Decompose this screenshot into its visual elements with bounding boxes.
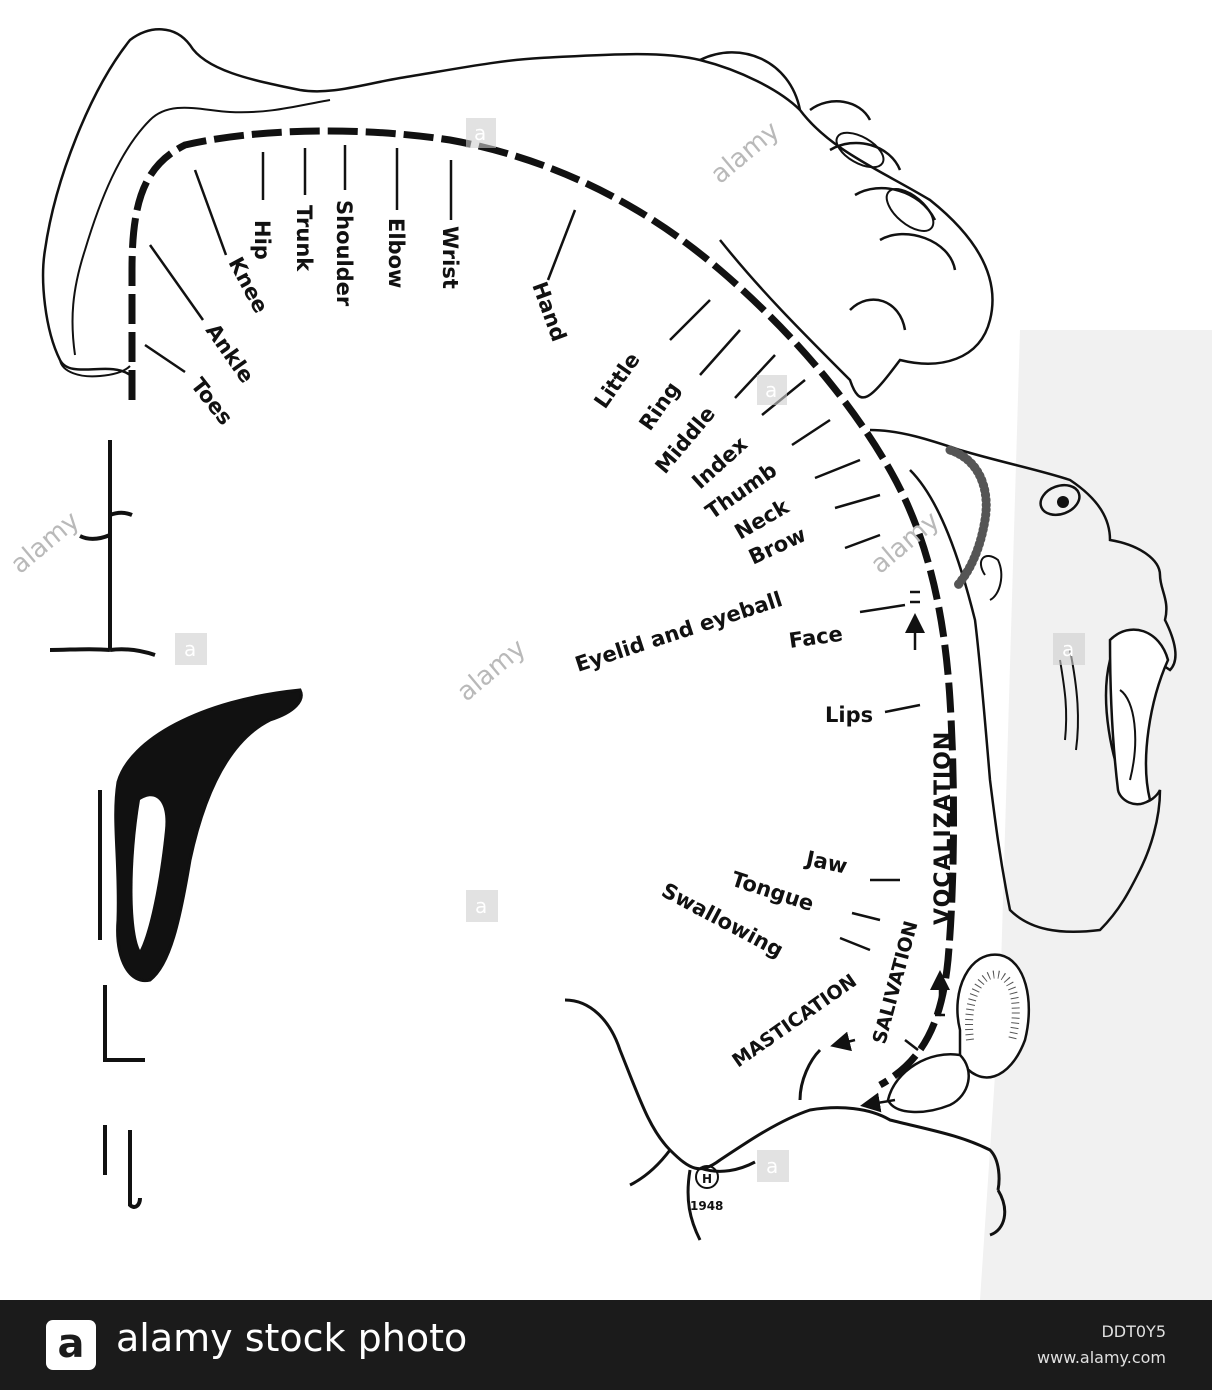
label-face: Face xyxy=(787,622,844,653)
brain-fissure xyxy=(564,998,1001,1241)
signature-initials: H xyxy=(702,1172,712,1186)
arrows xyxy=(830,590,950,1113)
footer-brand: alamy stock photo xyxy=(116,1316,468,1360)
leader-lines xyxy=(144,145,921,952)
svg-text:a: a xyxy=(184,637,196,661)
label-trunk: Trunk xyxy=(292,205,316,272)
label-vocalization: VOCALIZATION xyxy=(931,731,956,925)
watermark-badges: a a a a a a alamy alamy alamy alamy xyxy=(5,116,1085,1182)
footer-url[interactable]: www.alamy.com xyxy=(1037,1348,1166,1367)
eye xyxy=(1039,483,1081,517)
motor-homunculus-diagram: Toes Ankle Knee Hip Trunk Shoulder Elbow… xyxy=(5,28,1212,1300)
label-shoulder: Shoulder xyxy=(332,200,356,307)
svg-text:alamy: alamy xyxy=(5,506,85,580)
alamy-logo-icon: a xyxy=(46,1320,96,1370)
branch-line xyxy=(798,1048,1007,1237)
hand-figure xyxy=(699,51,994,399)
svg-text:alamy: alamy xyxy=(452,633,532,707)
image-id: DDT0Y5 xyxy=(1101,1322,1166,1341)
pharynx-stipple xyxy=(965,970,1020,1042)
label-jaw: Jaw xyxy=(802,846,849,878)
label-hip: Hip xyxy=(250,220,274,260)
label-ankle: Ankle xyxy=(201,319,259,387)
label-elbow: Elbow xyxy=(384,218,408,288)
svg-text:a: a xyxy=(474,121,486,145)
thumb-nail xyxy=(885,188,935,232)
label-mastication: MASTICATION xyxy=(728,970,861,1072)
svg-text:a: a xyxy=(765,378,777,402)
svg-text:a: a xyxy=(766,1154,778,1178)
pharynx-shape xyxy=(956,953,1031,1079)
label-hand: Hand xyxy=(527,279,571,345)
foot xyxy=(59,359,131,378)
fingers xyxy=(809,100,957,331)
label-wrist: Wrist xyxy=(438,226,462,289)
label-eyelid: Eyelid and eyeball xyxy=(572,587,785,677)
larynx-shape xyxy=(886,1052,970,1114)
stubble xyxy=(945,445,991,590)
label-ring: Ring xyxy=(634,377,684,434)
label-little: Little xyxy=(589,348,644,413)
label-knee: Knee xyxy=(224,253,273,317)
svg-text:a: a xyxy=(475,894,487,918)
label-salivation: SALIVATION xyxy=(869,919,923,1047)
label-toes: Toes xyxy=(186,373,237,429)
left-fragments xyxy=(49,440,303,1209)
pupil xyxy=(1057,496,1069,508)
stage: Toes Ankle Knee Hip Trunk Shoulder Elbow… xyxy=(5,28,1212,1300)
leg-figure xyxy=(41,28,801,377)
labels-top: Toes Ankle Knee Hip Trunk Shoulder Elbow… xyxy=(186,200,956,1072)
ear xyxy=(979,555,1003,601)
finger-nail xyxy=(835,131,885,169)
signature-year: 1948 xyxy=(690,1199,723,1213)
svg-text:alamy: alamy xyxy=(705,116,785,190)
leg-inner-contour xyxy=(71,99,331,356)
svg-text:alamy: alamy xyxy=(865,506,945,580)
mouth xyxy=(1108,628,1170,806)
label-tongue: Tongue xyxy=(728,867,816,916)
footer-bar: a alamy stock photo DDT0Y5 www.alamy.com xyxy=(0,1300,1212,1390)
background-tint xyxy=(980,330,1212,1300)
signature: H 1948 xyxy=(690,1165,723,1213)
svg-text:a: a xyxy=(1062,637,1074,661)
cortex-strip xyxy=(128,127,958,1089)
tongue-shape xyxy=(1119,689,1137,781)
label-lips: Lips xyxy=(825,703,873,727)
